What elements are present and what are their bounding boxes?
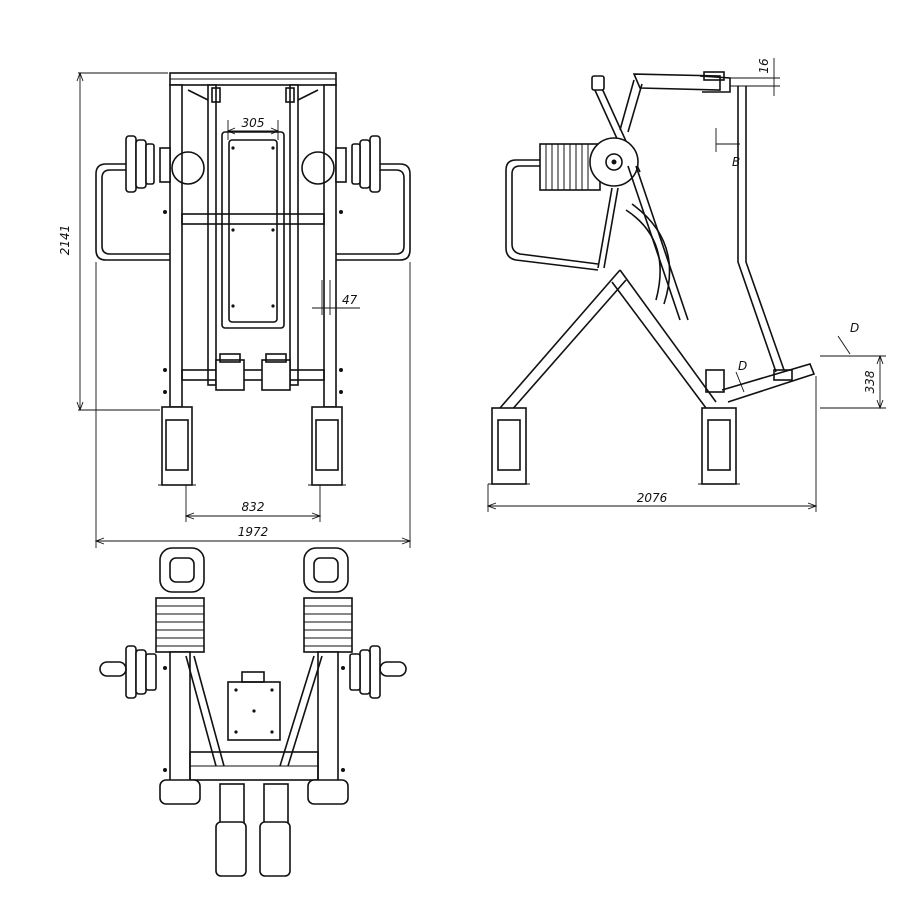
- dim-height-label: 2141: [58, 225, 72, 256]
- section-mark-b: B: [732, 155, 740, 169]
- side-view: 16 B D D 338 2076: [486, 58, 886, 512]
- top-view: [99, 547, 407, 877]
- front-view: 2141 305 47 832 1972: [58, 71, 412, 548]
- dim-foot-height-label: 338: [863, 370, 877, 393]
- dim-offset-label: 47: [342, 293, 358, 307]
- section-mark-d-lower: D: [738, 359, 747, 373]
- section-mark-d-upper: D: [850, 321, 859, 335]
- dim-side-length-label: 2076: [637, 491, 668, 505]
- dim-overall-width-label: 1972: [238, 525, 269, 539]
- dim-top-offset-label: 16: [757, 58, 771, 74]
- dim-center-width-label: 305: [242, 116, 265, 130]
- dim-inner-width-label: 832: [242, 500, 265, 514]
